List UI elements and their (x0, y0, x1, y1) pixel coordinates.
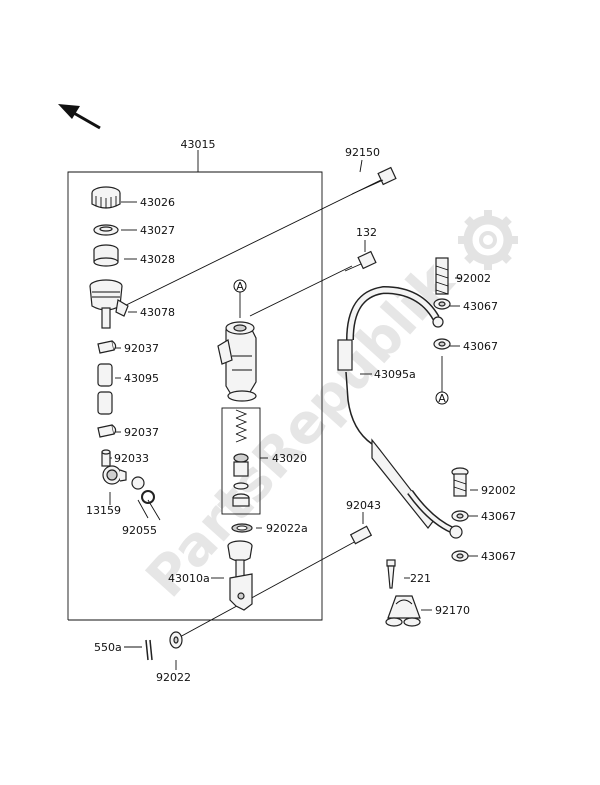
label-grommet: 13159 (86, 504, 121, 517)
marker-a-top: A (233, 279, 247, 293)
gasket-1 (433, 298, 451, 310)
label-piston-kit: 43020 (272, 452, 307, 465)
banjo-bolt-bottom (451, 467, 469, 497)
label-hose: 43095 (124, 372, 159, 385)
reservoir (89, 279, 129, 329)
label-cap: 43026 (140, 196, 175, 209)
bolt-pushrod (349, 525, 373, 545)
label-pushrod: 43010a (168, 572, 210, 585)
diaphragm-plate (93, 224, 119, 236)
gear-icon (458, 210, 518, 270)
o-ring (141, 490, 155, 504)
label-gasket-3: 43067 (481, 510, 516, 523)
label-clamp-bottom: 92037 (124, 426, 159, 439)
label-gasket-1: 43067 (463, 300, 498, 313)
label-banjo-bolt-bottom: 92002 (481, 484, 516, 497)
piston-kit (232, 409, 250, 507)
fitting (101, 449, 145, 490)
master-cylinder-body (217, 321, 257, 402)
label-reservoir: 43078 (140, 306, 175, 319)
washer-bottom (169, 631, 183, 649)
label-o-ring: 92055 (122, 524, 157, 537)
diaphragm (93, 244, 119, 267)
hose-clamp (385, 595, 421, 627)
reservoir-cap (91, 186, 121, 209)
label-bolt-pushrod: 92043 (346, 499, 381, 512)
label-brake-hose: 43095a (374, 368, 416, 381)
pin (145, 639, 153, 661)
label-bolt-top: 92150 (345, 146, 380, 159)
gasket-4 (451, 550, 469, 562)
pushrod (227, 540, 253, 611)
brake-hose (337, 285, 463, 539)
banjo-bolt-top (435, 257, 449, 295)
circlip (231, 523, 253, 533)
label-circlip: 92022a (266, 522, 308, 535)
watermark-text: PartsRepublik (134, 249, 467, 609)
gasket-2 (433, 338, 451, 350)
label-screw: 221 (410, 572, 431, 585)
svg-text:A: A (236, 280, 244, 293)
label-banjo-bolt-top: 92002 (456, 272, 491, 285)
bolt-top (351, 166, 397, 195)
label-assembly: 43015 (181, 138, 216, 151)
gasket-3 (451, 510, 469, 522)
hose (97, 363, 113, 415)
leader-lines (104, 159, 478, 670)
clamp-top (97, 340, 117, 354)
label-hose-clamp: 92170 (435, 604, 470, 617)
bolt-mid (344, 250, 377, 272)
label-washer-bottom: 92022 (156, 671, 191, 684)
clamp-bottom (97, 424, 117, 438)
label-pin: 550a (94, 641, 122, 654)
label-clamp-top: 92037 (124, 342, 159, 355)
marker-a-right: A (435, 391, 449, 405)
label-bolt-mid: 132 (356, 226, 377, 239)
label-diaphragm: 43028 (140, 253, 175, 266)
part-labels: 43015 43026 43027 43028 43078 92037 4309… (86, 138, 516, 684)
screw (386, 559, 396, 589)
label-gasket-4: 43067 (481, 550, 516, 563)
arrow-icon (58, 104, 101, 130)
svg-text:A: A (438, 392, 446, 405)
label-gasket-2: 43067 (463, 340, 498, 353)
assembly-bracket (67, 150, 323, 621)
watermark: PartsRepublik (134, 249, 467, 609)
label-diaphragm-plate: 43027 (140, 224, 175, 237)
label-fitting: 92033 (114, 452, 149, 465)
